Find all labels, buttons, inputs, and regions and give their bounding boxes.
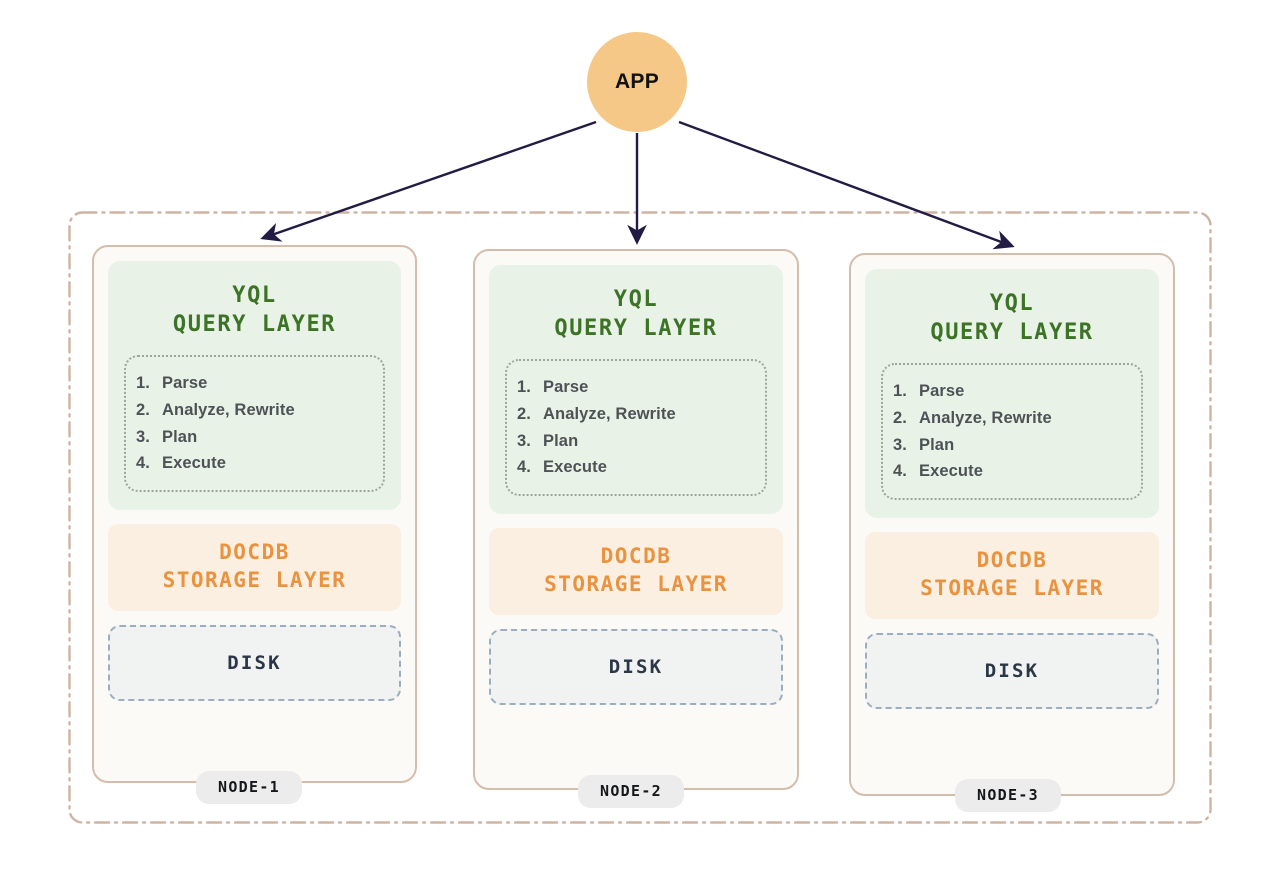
yql-step-item: 2. Analyze, Rewrite [893, 405, 1131, 432]
yql-query-layer-title-1: YQL QUERY LAYER [172, 283, 337, 338]
disk-label-3: DISK [984, 659, 1040, 682]
yql-step-number: 4. [517, 458, 531, 477]
yql-steps-box-1: 1. Parse 2. Analyze, Rewrite 3. Plan 4. … [124, 355, 385, 492]
yql-step-item: 3. Plan [517, 428, 755, 455]
yql-steps-list-1: 1. Parse 2. Analyze, Rewrite 3. Plan 4. … [136, 370, 373, 477]
node-card-3[interactable]: YQL QUERY LAYER 1. Parse 2. Analyze, Rew… [849, 253, 1175, 796]
docdb-storage-layer-title-3: DOCDB STORAGE LAYER [920, 547, 1104, 601]
yql-step-item: 1. Parse [136, 370, 373, 397]
yql-step-label: Analyze, Rewrite [919, 408, 1052, 427]
yql-step-label: Plan [919, 435, 955, 454]
yql-step-item: 2. Analyze, Rewrite [517, 401, 755, 428]
disk-label-1: DISK [227, 651, 282, 674]
yql-step-item: 4. Execute [136, 450, 373, 477]
node-badge-3: NODE-3 [955, 779, 1061, 812]
yql-query-layer-title-2: YQL QUERY LAYER [554, 287, 718, 342]
yql-step-item: 4. Execute [517, 454, 755, 481]
yql-step-label: Execute [162, 454, 226, 473]
yql-query-layer-block-2: YQL QUERY LAYER 1. Parse 2. Analyze, Rew… [489, 265, 783, 514]
docdb-storage-layer-block-1: DOCDB STORAGE LAYER [108, 523, 401, 611]
yql-step-number: 2. [517, 404, 531, 423]
docdb-storage-layer-title-1: DOCDB STORAGE LAYER [162, 539, 347, 593]
yql-step-number: 4. [893, 462, 907, 481]
yql-steps-list-2: 1. Parse 2. Analyze, Rewrite 3. Plan 4. … [517, 374, 755, 481]
yql-step-item: 4. Execute [893, 458, 1131, 485]
yql-step-number: 4. [136, 454, 150, 473]
node-badge-2: NODE-2 [578, 775, 684, 808]
docdb-storage-layer-block-3: DOCDB STORAGE LAYER [865, 531, 1159, 619]
yql-step-number: 1. [517, 378, 531, 397]
yql-step-item: 1. Parse [893, 378, 1131, 405]
yql-query-layer-block-1: YQL QUERY LAYER 1. Parse 2. Analyze, Rew… [108, 261, 401, 510]
yql-step-number: 3. [517, 431, 531, 450]
yql-step-item: 2. Analyze, Rewrite [136, 397, 373, 424]
yql-step-item: 3. Plan [136, 424, 373, 451]
yql-step-item: 1. Parse [517, 374, 755, 401]
yql-step-label: Analyze, Rewrite [162, 400, 295, 419]
node-card-1[interactable]: YQL QUERY LAYER 1. Parse 2. Analyze, Rew… [92, 245, 417, 783]
yql-step-number: 3. [136, 427, 150, 446]
yql-step-label: Execute [919, 462, 983, 481]
node-badge-1: NODE-1 [196, 771, 302, 804]
yql-step-number: 3. [893, 435, 907, 454]
yql-step-number: 1. [893, 382, 907, 401]
yql-step-number: 1. [136, 374, 150, 393]
yql-step-number: 2. [136, 400, 150, 419]
app-node-label: APP [614, 70, 660, 93]
yql-steps-box-2: 1. Parse 2. Analyze, Rewrite 3. Plan 4. … [505, 359, 767, 496]
yql-step-label: Parse [543, 378, 589, 397]
yql-query-layer-title-3: YQL QUERY LAYER [930, 291, 1094, 346]
yql-step-label: Execute [543, 458, 607, 477]
yql-step-label: Plan [162, 427, 198, 446]
disk-block-3: DISK [865, 632, 1159, 709]
yql-steps-list-3: 1. Parse 2. Analyze, Rewrite 3. Plan 4. … [893, 378, 1131, 485]
yql-step-number: 2. [893, 408, 907, 427]
yql-step-label: Analyze, Rewrite [543, 404, 676, 423]
yql-step-label: Plan [543, 431, 579, 450]
yql-step-label: Parse [919, 382, 965, 401]
yql-steps-box-3: 1. Parse 2. Analyze, Rewrite 3. Plan 4. … [881, 363, 1143, 500]
docdb-storage-layer-block-2: DOCDB STORAGE LAYER [489, 527, 783, 615]
yql-query-layer-block-3: YQL QUERY LAYER 1. Parse 2. Analyze, Rew… [865, 269, 1159, 518]
docdb-storage-layer-title-2: DOCDB STORAGE LAYER [544, 543, 728, 597]
app-node[interactable]: APP [587, 32, 687, 132]
disk-block-1: DISK [108, 624, 401, 701]
node-card-2[interactable]: YQL QUERY LAYER 1. Parse 2. Analyze, Rew… [473, 249, 799, 790]
yql-step-label: Parse [162, 374, 208, 393]
disk-label-2: DISK [608, 655, 664, 678]
disk-block-2: DISK [489, 628, 783, 705]
yql-step-item: 3. Plan [893, 432, 1131, 459]
